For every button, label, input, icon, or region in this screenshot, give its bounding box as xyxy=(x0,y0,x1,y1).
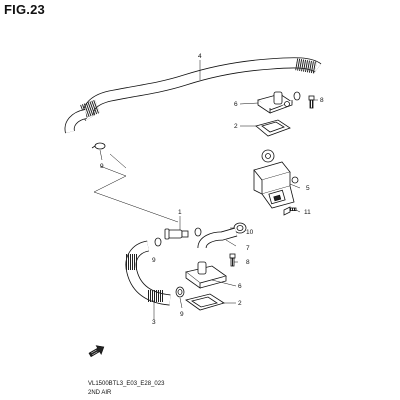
callout-9: 9 xyxy=(100,163,104,170)
callout-9: 9 xyxy=(180,311,184,318)
callout-10: 10 xyxy=(246,229,254,236)
bolt-lower xyxy=(229,253,236,267)
front-direction-arrow-icon xyxy=(88,345,105,358)
pipe-joint xyxy=(164,228,189,240)
short-bent-hose xyxy=(197,227,238,249)
air-control-valve xyxy=(253,149,299,209)
reed-valve-cover-top xyxy=(257,91,293,114)
upper-air-hose xyxy=(64,57,322,134)
reed-valve-cover-lower xyxy=(185,261,227,289)
gasket-top xyxy=(255,119,291,137)
hose-clamp-valve xyxy=(233,222,247,234)
assembly-name: 2ND AIR xyxy=(88,390,112,396)
callout-2: 2 xyxy=(238,300,242,307)
leader-lines xyxy=(93,60,318,320)
callout-1: 1 xyxy=(178,209,182,216)
hose-clamp-valve-top xyxy=(293,91,301,101)
hose-clamp-lower xyxy=(175,286,185,298)
diagram-code: VL1500BTL3_E03_E28_023 xyxy=(88,381,165,387)
callout-5: 5 xyxy=(306,185,310,192)
hose-clamp-pipe xyxy=(154,227,202,247)
callout-9: 9 xyxy=(152,257,156,264)
callout-2: 2 xyxy=(234,123,238,130)
callout-6: 6 xyxy=(238,283,242,290)
callout-6: 6 xyxy=(234,101,238,108)
callout-8: 8 xyxy=(246,259,250,266)
gasket-lower xyxy=(185,293,225,311)
callout-4: 4 xyxy=(198,53,202,60)
lower-air-hose xyxy=(125,240,171,306)
callout-7: 7 xyxy=(246,245,250,252)
mounting-screw xyxy=(283,206,297,216)
bolt-top xyxy=(308,95,315,109)
callout-8: 8 xyxy=(320,97,324,104)
callout-3: 3 xyxy=(152,319,156,326)
callout-11: 11 xyxy=(304,209,311,216)
figure-title: FIG.23 xyxy=(4,2,45,17)
hose-clamp-upper xyxy=(91,142,106,150)
